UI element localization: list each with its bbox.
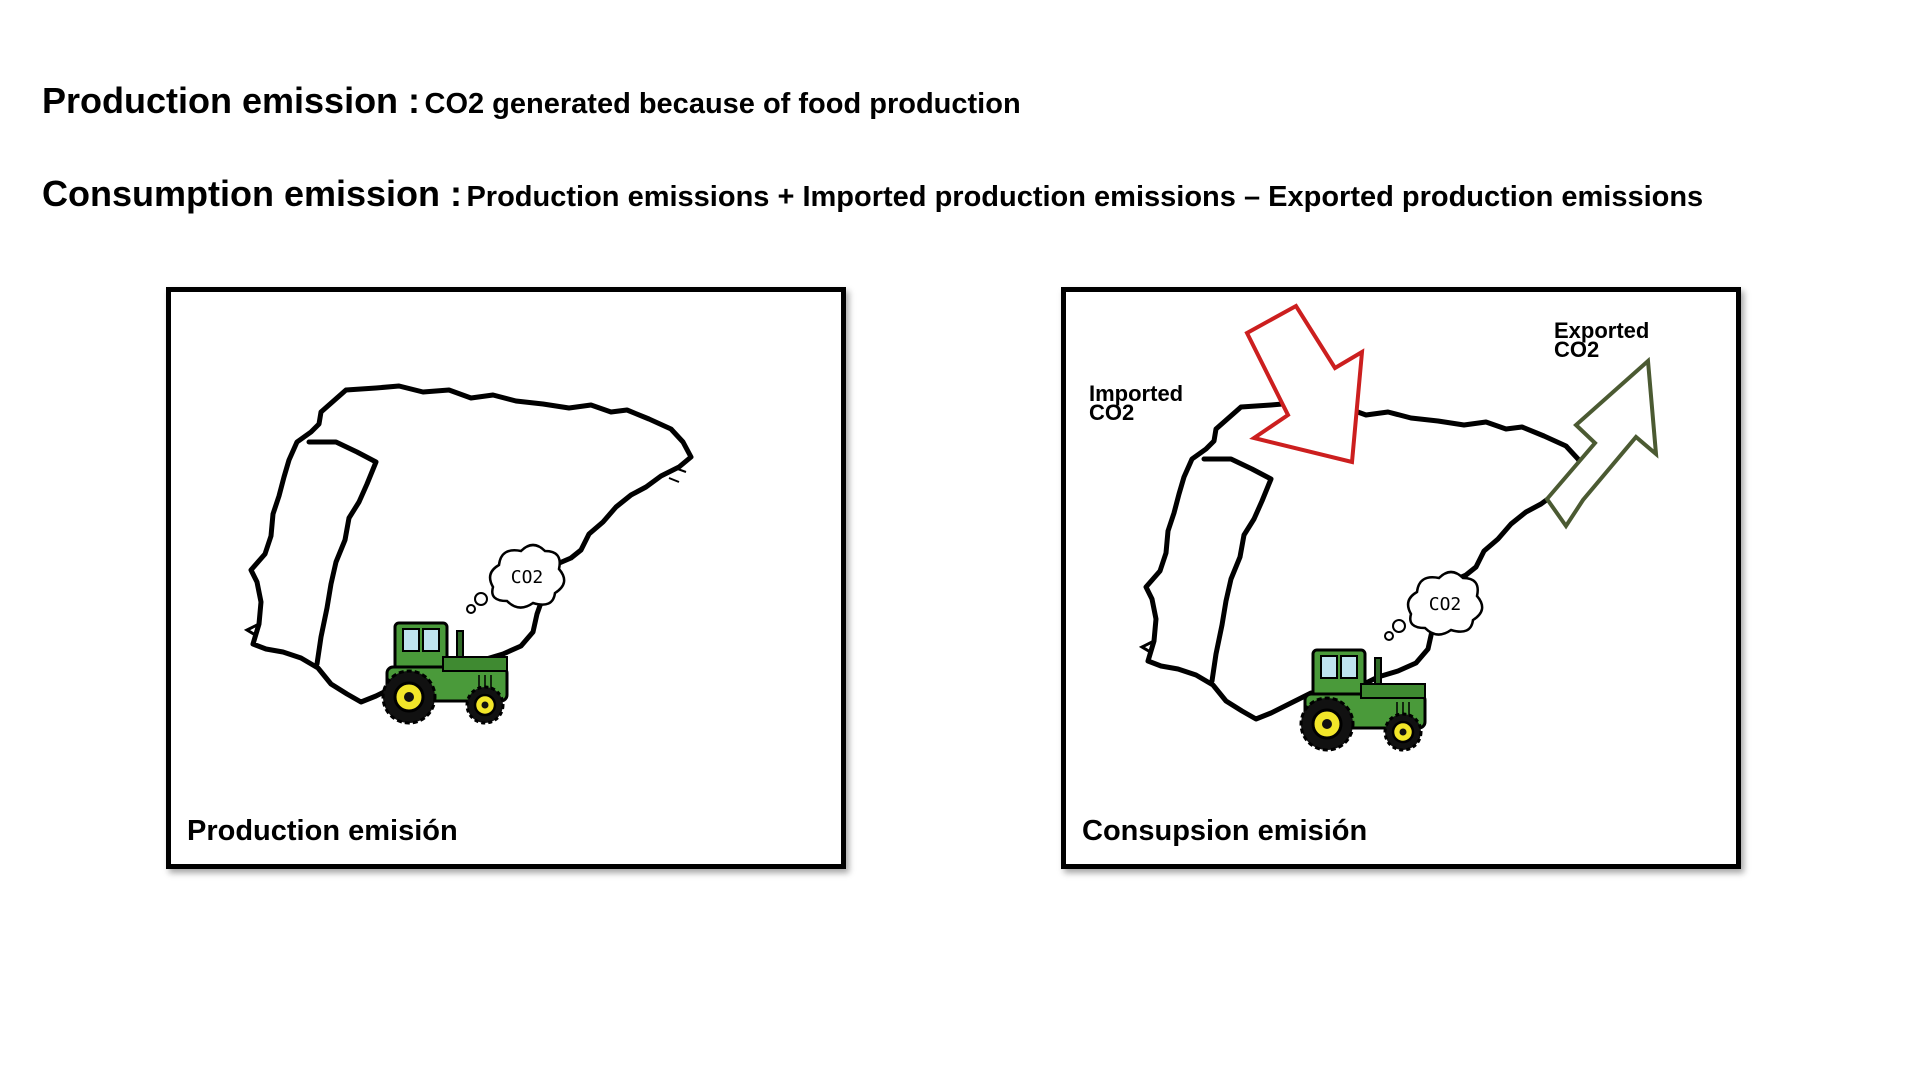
consumption-map-illustration: CO2 [1066,303,1659,752]
imported-co2-arrow [1244,303,1365,465]
production-definition: Production emission : CO2 generated beca… [42,80,1021,122]
co2-bubble-label: CO2 [1429,594,1462,615]
consumption-panel-caption: Consupsion emisión [1082,815,1368,847]
production-emission-panel: CO2 Production emisión [166,287,846,869]
production-map-illustration: CO2 [171,292,841,725]
consumption-emission-panel: CO2 Imported CO2 Exported CO2 Consupsion… [1061,287,1741,869]
consumption-definition: Consumption emission : Production emissi… [42,173,1703,215]
imported-co2-label: Imported CO2 [1089,381,1184,425]
tractor-icon: CO2 [381,543,566,725]
tractor-icon: CO2 [1299,570,1484,752]
production-description: CO2 generated because of food production [424,88,1021,120]
co2-bubble-label: CO2 [511,567,544,588]
exported-co2-arrow [1544,356,1659,530]
production-term: Production emission : [42,80,421,121]
iberian-peninsula-map [247,386,691,702]
consumption-description: Production emissions + Imported producti… [466,181,1704,213]
exported-co2-label: Exported CO2 [1554,318,1650,362]
production-panel-caption: Production emisión [187,815,458,847]
consumption-term: Consumption emission : [42,173,463,214]
